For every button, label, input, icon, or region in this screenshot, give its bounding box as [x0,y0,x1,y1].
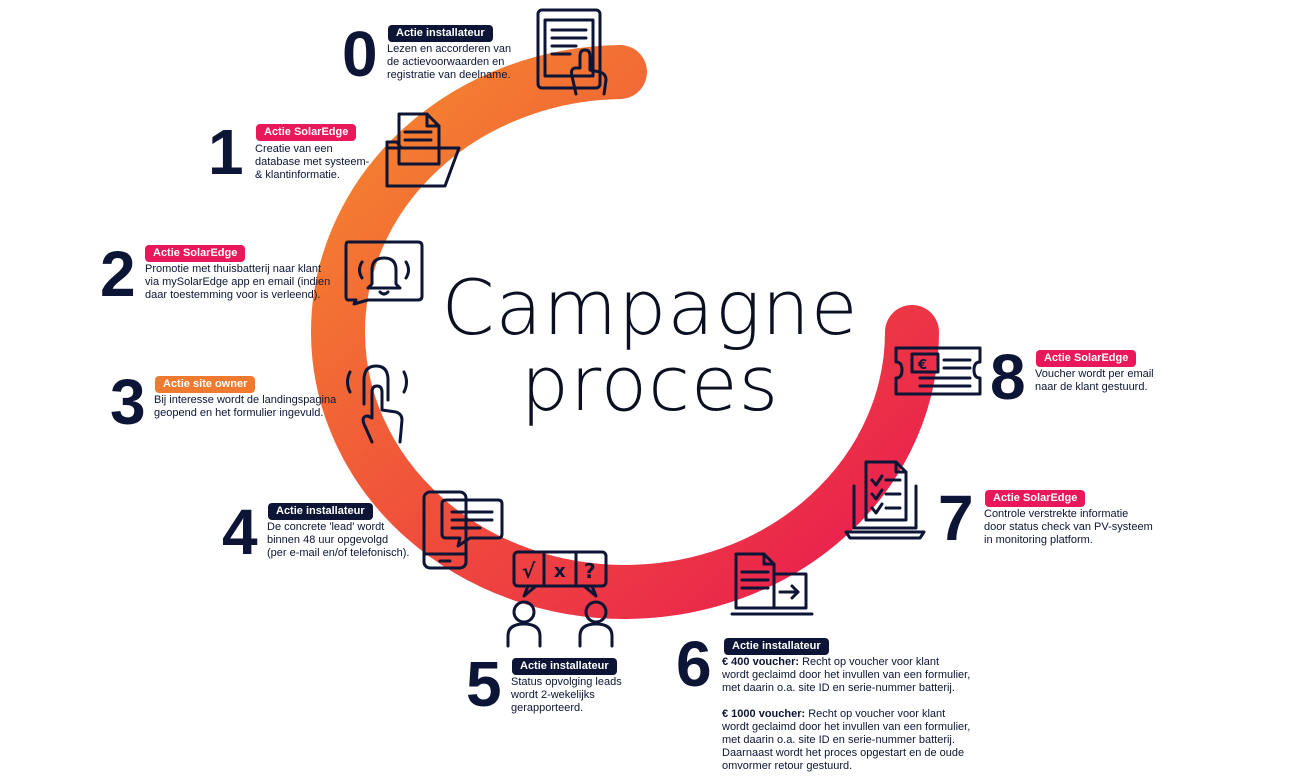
phone-chat-icon [422,490,504,572]
step-number: 6 [676,628,712,700]
folder-icon [383,112,463,190]
step-number: 8 [990,341,1026,413]
svg-text:x: x [554,561,566,582]
svg-text:√: √ [522,559,536,583]
title-line-2: proces [520,339,780,428]
action-badge: Actie SolarEdge [256,124,357,141]
title-line-1: Campagne [441,263,859,352]
action-badge: Actie installateur [388,25,493,42]
step-number: 5 [466,648,502,720]
action-badge: Actie installateur [512,658,617,675]
step-number: 4 [222,496,258,568]
step-description: € 400 voucher: Recht op voucher voor kla… [722,656,971,772]
laptop-checklist-icon [844,460,926,542]
action-badge: Actie SolarEdge [1036,350,1137,367]
tablet-touch-icon [536,8,608,96]
document-transfer-icon [730,552,814,618]
step-number: 7 [938,482,974,554]
notification-bell-icon [344,240,424,306]
page-title: Campagne proces [440,270,860,422]
people-discussion-icon: √ x ? [502,550,618,650]
svg-text:€: € [917,358,927,373]
action-badge: Actie SolarEdge [985,490,1086,507]
voucher-ticket-icon: € [894,346,984,398]
action-badge: Actie SolarEdge [145,245,246,262]
step-number: 1 [208,116,244,188]
svg-text:?: ? [584,559,596,583]
step-number: 3 [110,366,146,438]
tap-button-icon [344,362,410,444]
step-number: 2 [100,238,136,310]
action-badge: Actie installateur [268,503,373,520]
step-number: 0 [342,18,378,90]
action-badge: Actie installateur [724,638,829,655]
action-badge: Actie site owner [155,376,256,393]
